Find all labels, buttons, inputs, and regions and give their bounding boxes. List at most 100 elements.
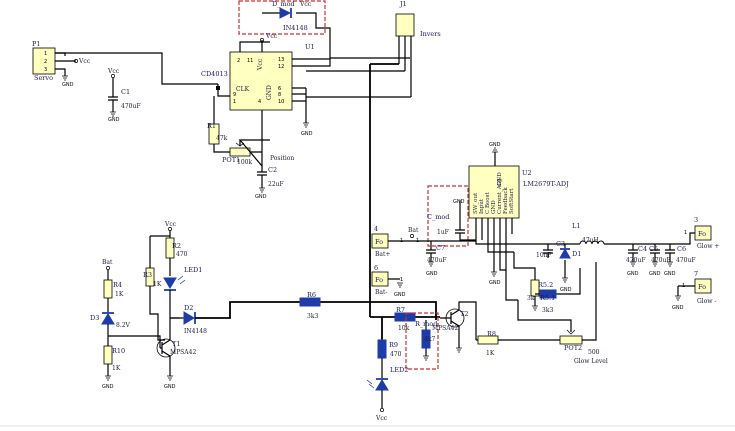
svg-text:12: 12: [278, 64, 284, 70]
rmod-highlight: [405, 312, 439, 370]
inductor-l1[interactable]: L1 47uH: [560, 222, 605, 245]
svg-text:Glow -: Glow -: [697, 298, 716, 305]
led-led1[interactable]: LED1: [163, 266, 202, 291]
invert-bus: [369, 63, 399, 317]
svg-text:1: 1: [233, 99, 236, 105]
svg-text:10: 10: [278, 99, 284, 105]
connector-glow-plus[interactable]: Fo 3 Glow + 1: [684, 216, 719, 250]
resistor-r8[interactable]: R8 1K: [476, 330, 560, 357]
svg-text:10k: 10k: [398, 325, 410, 332]
cmod-gnd: GND: [453, 199, 465, 205]
svg-text:47uH: 47uH: [582, 237, 599, 244]
c1-gnd-label: GND: [108, 117, 120, 123]
svg-text:3k3: 3k3: [307, 313, 318, 320]
connector-bat-minus[interactable]: Fo 6 Bat- 1: [371, 264, 403, 296]
connector-glow-minus[interactable]: Fo 7 Glow - 1: [682, 270, 716, 305]
svg-text:Input: Input: [479, 198, 485, 214]
p1-ref: P1: [32, 40, 41, 48]
svg-text:1: 1: [400, 277, 403, 283]
c2-value: 22uF: [268, 181, 284, 188]
svg-text:GND: GND: [489, 280, 501, 286]
potentiometer-pot2[interactable]: POT2 500 Glow Level: [517, 262, 608, 365]
resistor-r1[interactable]: R1 47k: [207, 96, 228, 145]
svg-text:C Boost: C Boost: [485, 192, 491, 214]
resistor-r2[interactable]: R2 470: [165, 237, 188, 259]
svg-text:T2: T2: [460, 310, 468, 318]
svg-text:C5: C5: [649, 245, 658, 253]
j1-pins: [398, 36, 412, 97]
resistor-r-mod[interactable]: R_mod 4k7: [415, 320, 437, 361]
svg-text:GND: GND: [491, 200, 497, 214]
cmod-ref: C_mod: [427, 213, 449, 221]
transistor-t2[interactable]: T2 MPSA42: [432, 301, 477, 353]
cmod-value: 1uF: [437, 229, 449, 236]
u1-gnd-pin-label: GND: [266, 85, 273, 100]
svg-text:D3: D3: [90, 314, 99, 322]
led-led2[interactable]: LED2 Vcc: [366, 366, 408, 422]
svg-text:9: 9: [233, 92, 236, 98]
bat-left-net: Bat: [102, 259, 113, 266]
svg-text:470uF: 470uF: [427, 257, 446, 264]
capacitor-c7[interactable]: C7 470uF GND: [426, 241, 446, 277]
svg-text:Glow +: Glow +: [697, 243, 719, 250]
svg-text:R3: R3: [143, 271, 152, 279]
svg-text:3k3: 3k3: [542, 307, 553, 314]
connector-p1[interactable]: P1 Servo 1 2 3: [32, 40, 56, 82]
svg-text:1K: 1K: [153, 281, 162, 288]
dmod-part: IN4148: [283, 24, 308, 32]
diode-d1[interactable]: D1 GND: [559, 244, 581, 293]
dmod-ref: D_mod: [272, 0, 295, 8]
bat-in-net: Bat: [408, 227, 419, 234]
resistor-r10[interactable]: R10 1K: [103, 345, 125, 372]
svg-text:C6: C6: [677, 245, 686, 253]
chip-u1[interactable]: CD4013 U1 CLK Vcc GND 2 11 13 12 9 1 4 6…: [201, 43, 315, 111]
resistor-r5-2[interactable]: R5.2 3k: [513, 252, 553, 311]
svg-text:8: 8: [278, 92, 281, 98]
connector-bat-plus[interactable]: Fo 4 Bat+ 1: [371, 225, 403, 258]
capacitor-c2[interactable]: C2 22uF GND: [255, 166, 284, 200]
zener-d3[interactable]: D3 8.2V: [90, 312, 131, 329]
svg-text:D2: D2: [184, 304, 193, 312]
svg-text:Fo: Fo: [375, 276, 383, 284]
resistor-r3[interactable]: R3 1K: [143, 267, 162, 288]
svg-text:C7: C7: [436, 244, 445, 252]
potentiometer-pot1[interactable]: POT1 100k Position: [213, 140, 294, 166]
svg-text:470uF: 470uF: [651, 257, 670, 264]
diode-d-mod[interactable]: D_mod IN4148 Vcc: [262, 0, 331, 58]
svg-text:3: 3: [694, 216, 698, 224]
svg-text:1: 1: [416, 238, 419, 244]
resistor-r6[interactable]: R6 3k3: [299, 291, 321, 320]
capacitor-c-mod[interactable]: C_mod 1uF GND: [427, 199, 476, 241]
capacitor-c6[interactable]: C6 470uF GND: [664, 244, 695, 277]
transistor-t1[interactable]: T1 MPSA42 GND: [156, 314, 196, 390]
svg-text:1K: 1K: [112, 365, 121, 372]
svg-text:Current_ADJ: Current_ADJ: [497, 179, 503, 214]
resistor-r5-1[interactable]: R5.1 3k3: [535, 268, 581, 314]
svg-text:R9: R9: [389, 341, 398, 349]
capacitor-c4[interactable]: C4 470uF GND: [626, 244, 647, 277]
svg-text:GND: GND: [560, 287, 572, 293]
svg-text:Bat+: Bat+: [375, 251, 390, 258]
svg-text:GND: GND: [426, 271, 438, 277]
svg-text:Vcc: Vcc: [375, 415, 388, 422]
svg-text:R5.1: R5.1: [540, 294, 555, 302]
capacitor-c1[interactable]: Vcc C1 470uF GND: [107, 68, 140, 123]
svg-text:Fo: Fo: [698, 230, 706, 238]
svg-text:R2: R2: [172, 242, 181, 250]
u1-part: CD4013: [201, 70, 228, 78]
svg-text:11: 11: [247, 58, 253, 64]
pot1-ref: POT1: [222, 156, 240, 164]
resistor-r7[interactable]: R7 10k: [394, 306, 416, 332]
j1-label: Invers: [420, 30, 441, 38]
capacitor-c5[interactable]: C5 470uF GND: [649, 244, 670, 277]
resistor-r4[interactable]: R4 1K: [103, 279, 124, 299]
svg-text:SW_out: SW_out: [473, 192, 479, 214]
pot1-label: Position: [270, 155, 294, 162]
diode-d2[interactable]: D2 IN4148: [170, 304, 207, 335]
resistor-r9[interactable]: R9 470: [377, 339, 402, 359]
jumper-j1[interactable]: J1 Invers: [395, 0, 441, 38]
servo-signal-wire: [55, 52, 218, 85]
p1-wires: [55, 52, 76, 76]
dmod-highlight: [238, 0, 326, 35]
chip-u2[interactable]: U2 LM2679T-ADJ SW_out Input C Boost GND …: [468, 165, 569, 219]
